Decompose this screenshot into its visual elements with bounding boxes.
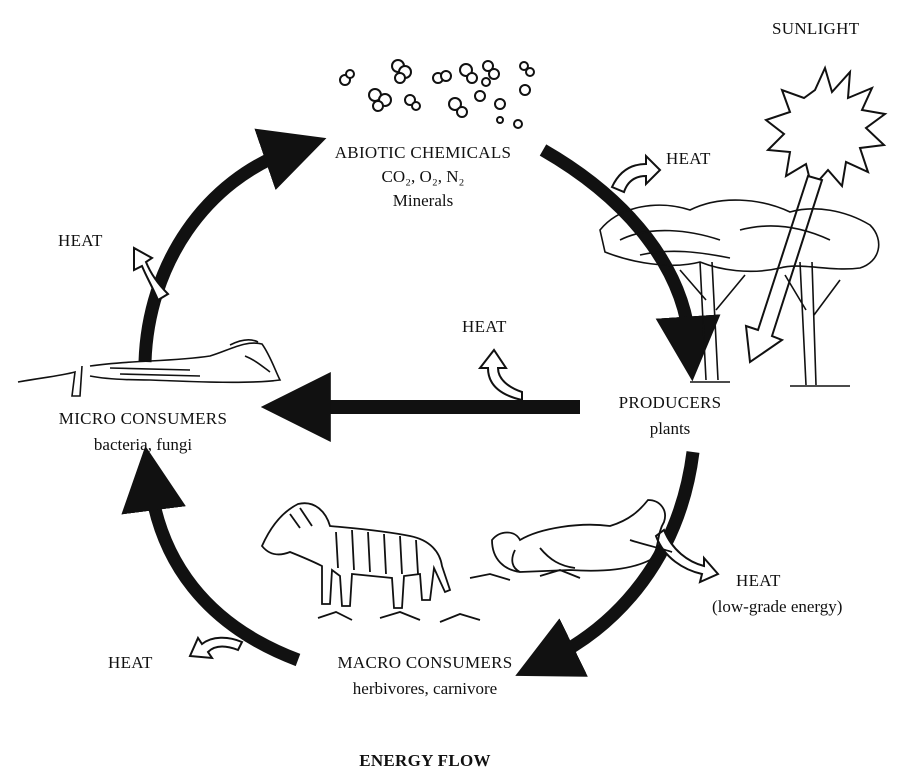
sunlight-label: SUNLIGHT: [772, 20, 859, 39]
heat-arrow-bottom-left: [190, 638, 242, 658]
abiotic-chemicals-text: CO₂, O₂, N₂: [298, 168, 548, 187]
cycle-arrow-micro-to-abiotic: [145, 150, 292, 362]
heat-label-low-grade: HEAT: [736, 572, 781, 591]
micro-consumers-detail: bacteria, fungi: [38, 436, 248, 455]
producers-label: PRODUCERS: [590, 394, 750, 413]
lion-illustration: [470, 500, 672, 580]
molecule-cluster-icon: [340, 60, 534, 128]
abiotic-label: ABIOTIC CHEMICALS: [298, 144, 548, 163]
heat-label-center: HEAT: [462, 318, 507, 337]
micro-consumers-label: MICRO CONSUMERS: [38, 410, 248, 429]
macro-consumers-label: MACRO CONSUMERS: [310, 654, 540, 673]
heat-low-grade-note: (low-grade energy): [712, 598, 842, 617]
abiotic-minerals-text: Minerals: [298, 192, 548, 211]
zebra-illustration: [262, 503, 480, 622]
heat-label-left-top: HEAT: [58, 232, 103, 251]
heat-arrow-top-right: [612, 156, 660, 192]
sunlight-beam-arrow: [746, 176, 822, 362]
sun-icon: [766, 68, 885, 188]
diagram-title: ENERGY FLOW: [320, 752, 530, 771]
cycle-arrow-macro-to-micro: [150, 482, 298, 660]
heat-label-top-right: HEAT: [666, 150, 711, 169]
macro-consumers-detail: herbivores, carnivore: [310, 680, 540, 699]
heat-arrow-center: [480, 350, 522, 400]
heat-label-bottom-left: HEAT: [108, 654, 153, 673]
producers-detail: plants: [590, 420, 750, 439]
